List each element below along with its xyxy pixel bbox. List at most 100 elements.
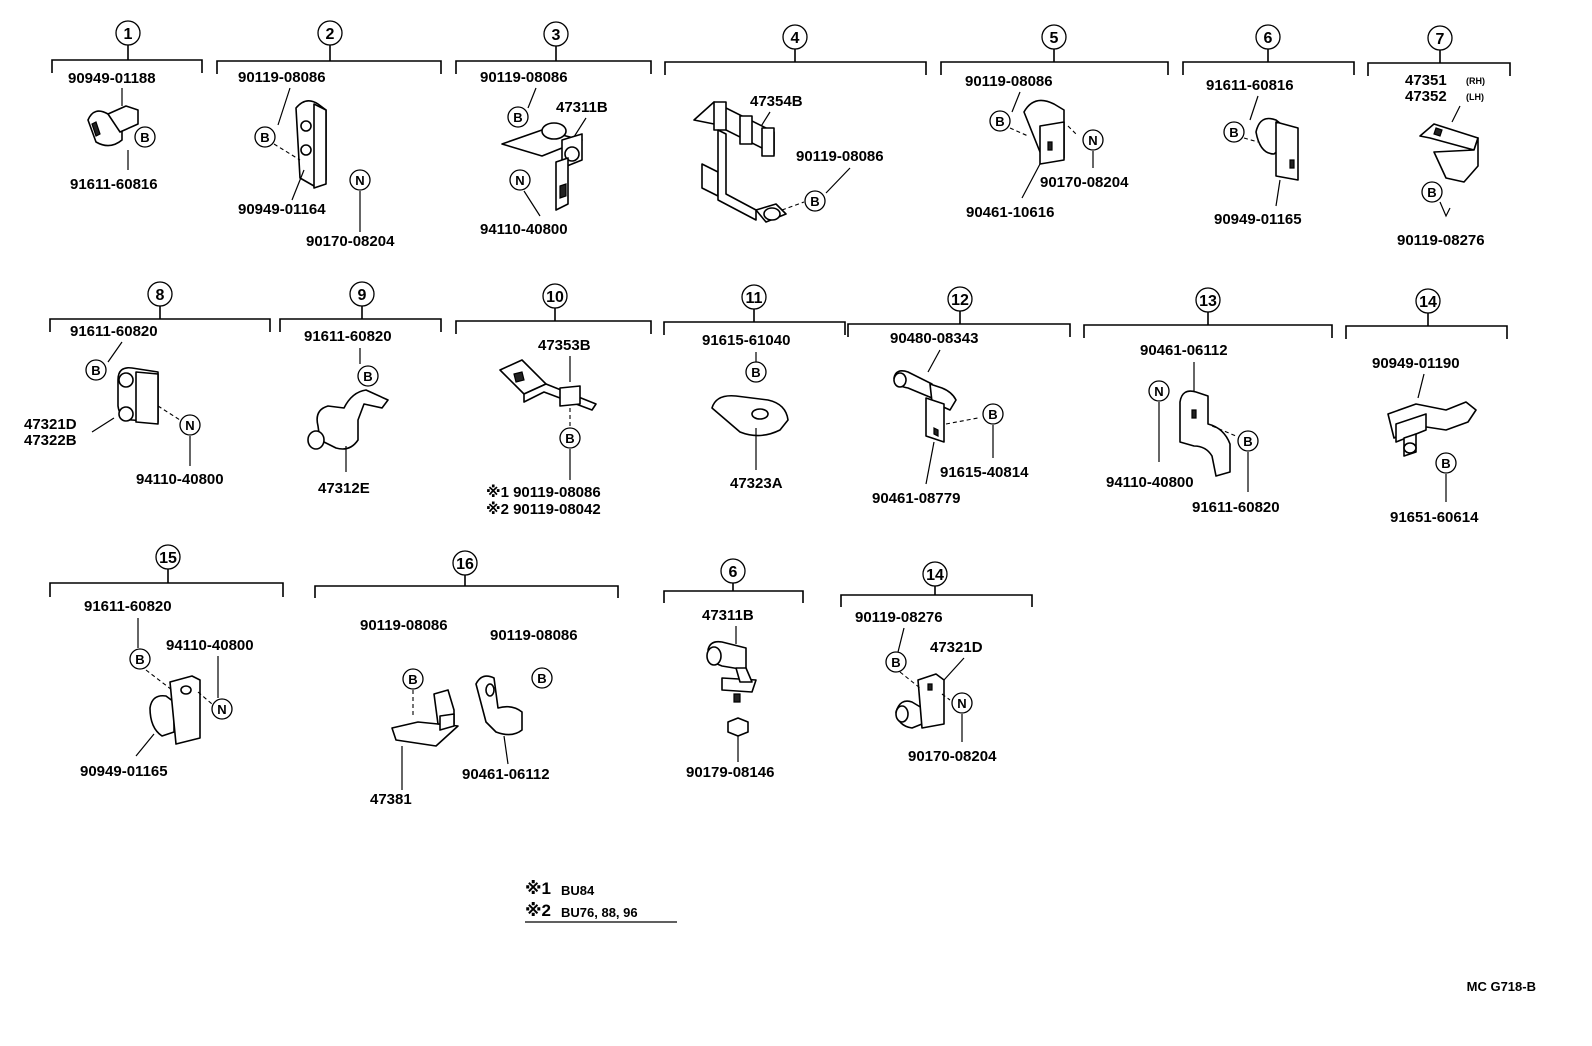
bolt-marker-icon — [134, 126, 156, 148]
group-14: 14 90949-01190 B 91651-60614 — [1345, 288, 1508, 526]
group-number: 4 — [791, 30, 800, 47]
group-number: 15 — [159, 550, 177, 567]
group-14-alt: 14 90119-08276 B 47321D N 90170-08204 — [840, 561, 1033, 765]
footnote-mark: ※2 — [525, 901, 551, 920]
footnote-mark: ※1 — [525, 879, 551, 898]
part-number: 47321D — [24, 416, 77, 433]
clamp-part-icon — [1255, 117, 1299, 181]
group-5: 5 90119-08086 B N 90170-08204 90461-1061… — [940, 24, 1169, 221]
bracket-part-icon — [693, 101, 787, 223]
bolt-marker-icon — [1223, 121, 1245, 143]
part-number: 94110-40800 — [136, 471, 224, 488]
bolt-marker: B — [565, 431, 574, 446]
bolt-marker-icon — [885, 651, 907, 673]
clip-part-icon — [711, 394, 789, 437]
group-number: 9 — [358, 287, 367, 304]
group-number: 2 — [326, 26, 335, 43]
group-1: 1 90949-01188 B 91611-60816 — [51, 20, 203, 193]
nut-marker-icon — [951, 692, 973, 714]
nut-marker-icon — [1148, 380, 1170, 402]
bolt-marker: B — [810, 194, 819, 209]
nut-marker: N — [1154, 384, 1163, 399]
clamp-part-icon — [149, 675, 201, 745]
part-number: 94110-40800 — [480, 221, 568, 238]
bracket-part-icon — [1419, 123, 1479, 183]
group-15: 15 91611-60820 B 94110-40800 N 90949-011… — [49, 544, 284, 780]
group-13: 13 90461-06112 N B 94110-40800 91611-608… — [1083, 287, 1333, 516]
clamp-part-icon — [307, 389, 389, 450]
part-number: 47322B — [24, 432, 77, 449]
part-number: 90179-08146 — [686, 764, 774, 781]
part-number: 91611-60816 — [1206, 77, 1294, 94]
part-number: ※2 90119-08042 — [486, 500, 601, 518]
group-number: 1 — [124, 26, 133, 43]
part-number: 90949-01188 — [68, 70, 156, 87]
bolt-marker-icon — [507, 106, 529, 128]
part-number: 90119-08086 — [965, 73, 1053, 90]
bolt-marker-icon — [531, 667, 553, 689]
part-number: 90119-08276 — [1397, 232, 1485, 249]
group-number: 3 — [552, 27, 561, 44]
bolt-marker: B — [1243, 434, 1252, 449]
clamp-part-icon — [475, 675, 523, 736]
nut-marker-icon — [211, 698, 233, 720]
part-number: 47323A — [730, 475, 783, 492]
bolt-marker: B — [988, 407, 997, 422]
part-number: 90461-10616 — [966, 204, 1054, 221]
bolt-marker-icon — [804, 190, 826, 212]
group-number: 16 — [456, 556, 474, 573]
nut-marker: N — [217, 702, 226, 717]
bracket-part-icon — [499, 359, 597, 411]
nut-marker: N — [515, 173, 524, 188]
part-number: 90170-08204 — [1040, 174, 1129, 191]
part-number: ※1 90119-08086 — [486, 483, 601, 501]
group-number: 8 — [156, 287, 165, 304]
bolt-marker-icon — [85, 359, 107, 381]
bolt-marker-icon — [402, 668, 424, 690]
clamp-part-icon — [893, 370, 957, 443]
bolt-marker: B — [91, 363, 100, 378]
nut-part-icon — [727, 717, 749, 737]
part-number: 47311B — [556, 99, 608, 116]
part-number: 91611-60820 — [70, 323, 158, 340]
group-2: 2 90119-08086 B 90949-01164 N 90170-0820… — [216, 20, 442, 250]
group-6: 6 91611-60816 B 90949-01165 — [1182, 24, 1355, 228]
clamp-part-icon — [895, 673, 945, 729]
part-number: 91611-60820 — [84, 598, 172, 615]
group-16: 16 90119-08086 90119-08086 B B 47381 904… — [314, 550, 619, 808]
part-number: 91611-60820 — [1192, 499, 1280, 516]
part-number: 91615-40814 — [940, 464, 1029, 481]
group-number: 7 — [1436, 31, 1445, 48]
group-3: 3 90119-08086 B 47311B N 94110-40800 — [455, 21, 652, 238]
group-9: 9 91611-60820 B 47312E — [279, 281, 442, 497]
part-number: 90170-08204 — [908, 748, 997, 765]
part-number: 91615-61040 — [702, 332, 790, 349]
part-number: 90119-08086 — [490, 627, 578, 644]
nut-marker-icon — [349, 169, 371, 191]
bolt-marker: B — [537, 671, 546, 686]
group-number: 12 — [951, 292, 969, 309]
group-number: 10 — [546, 289, 564, 306]
bolt-marker-icon — [745, 361, 767, 383]
part-number: 47312E — [318, 480, 370, 497]
part-number: 90119-08276 — [855, 609, 943, 626]
part-number: 90461-08779 — [872, 490, 960, 507]
bolt-marker-icon — [357, 365, 379, 387]
part-number: 90480-08343 — [890, 330, 978, 347]
part-number: 90119-08086 — [796, 148, 884, 165]
bolt-marker: B — [751, 365, 760, 380]
bolt-marker-icon — [129, 648, 151, 670]
part-number: 94110-40800 — [1106, 474, 1194, 491]
group-number: 6 — [729, 564, 738, 581]
bolt-marker: B — [1441, 456, 1450, 471]
bolt-marker-icon — [982, 403, 1004, 425]
nut-marker: N — [355, 173, 364, 188]
part-number: 91611-60816 — [70, 176, 158, 193]
group-8: 8 91611-60820 B N 47321D 47322B 94110-40… — [24, 281, 271, 488]
bolt-marker: B — [891, 655, 900, 670]
part-variant: (LH) — [1466, 92, 1484, 102]
part-number: 90949-01165 — [80, 763, 168, 780]
bolt-marker-icon — [1435, 452, 1457, 474]
group-11: 11 91615-61040 B 47323A — [663, 284, 846, 492]
